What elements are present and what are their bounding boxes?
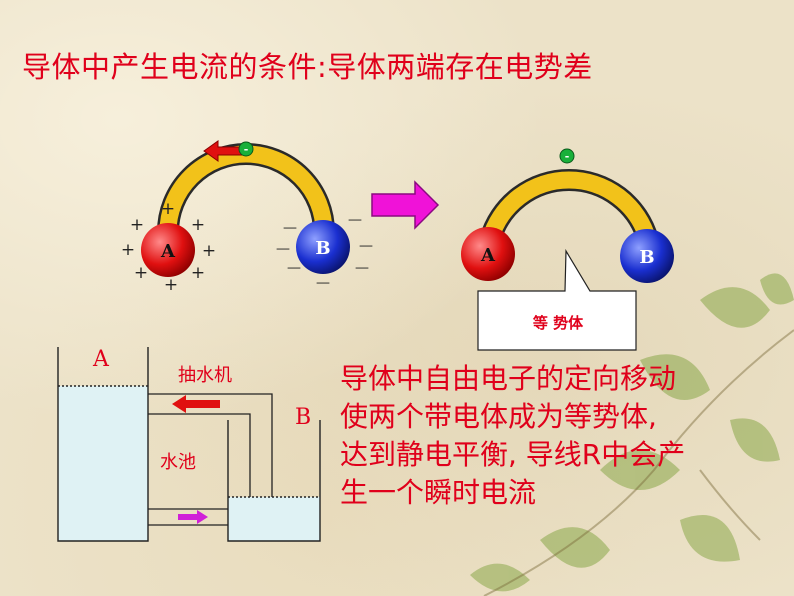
sphere-a-after-label: A bbox=[480, 245, 496, 266]
transition-arrow bbox=[371, 180, 440, 230]
svg-text:+: + bbox=[191, 263, 205, 283]
explanation-line-1: 导体中自由电子的定向移动 bbox=[340, 362, 677, 395]
tank-a-walls bbox=[57, 347, 149, 542]
pool-label: 水池 bbox=[160, 452, 196, 473]
svg-text:+: + bbox=[134, 263, 148, 283]
equipotential-callout bbox=[477, 248, 637, 351]
tank-b-walls bbox=[227, 420, 321, 542]
electron-symbol-after: - bbox=[565, 150, 570, 163]
electron-icon bbox=[238, 141, 254, 157]
svg-text:—: — bbox=[355, 260, 369, 276]
callout-text: 等 势体 bbox=[533, 314, 584, 332]
explanation-text: 导体中自由电子的定向移动 使两个带电体成为等势体, 达到静电平衡, 导线R中会产… bbox=[340, 360, 685, 512]
sphere-a-after bbox=[461, 227, 515, 281]
minus-charges: — — — — — — — bbox=[276, 212, 373, 291]
svg-text:+: + bbox=[161, 199, 175, 219]
tank-b-water bbox=[228, 497, 320, 541]
svg-text:+: + bbox=[121, 240, 135, 260]
svg-text:—: — bbox=[276, 241, 290, 257]
pump-label: 抽水机 bbox=[178, 365, 232, 386]
explanation-line-2: 使两个带电体成为等势体, bbox=[340, 400, 657, 433]
sphere-b-before-label: B bbox=[315, 238, 330, 259]
svg-text:+: + bbox=[191, 215, 205, 235]
sphere-b-before bbox=[296, 220, 350, 274]
tank-a-label: A bbox=[92, 347, 110, 372]
electron-icon-after bbox=[559, 148, 575, 164]
explanation-line-4: 生一个瞬时电流 bbox=[340, 476, 537, 509]
svg-text:+: + bbox=[164, 275, 178, 295]
plus-charges: + + + + + + + + bbox=[121, 199, 216, 295]
pump-flow-arrow bbox=[172, 395, 220, 413]
sphere-a-before bbox=[141, 223, 195, 277]
svg-text:+: + bbox=[130, 215, 144, 235]
sphere-b-after-label: B bbox=[639, 247, 654, 268]
tank-a-water bbox=[58, 386, 148, 541]
svg-text:—: — bbox=[283, 220, 297, 236]
explanation-line-3: 达到静电平衡, 导线R中会产 bbox=[340, 438, 686, 471]
sphere-a-before-label: A bbox=[160, 241, 176, 262]
tank-b-label: B bbox=[295, 405, 311, 430]
svg-text:+: + bbox=[202, 241, 216, 261]
pool-flow-arrow bbox=[178, 510, 208, 524]
svg-text:—: — bbox=[348, 212, 362, 228]
electron-symbol: - bbox=[244, 143, 249, 156]
sphere-b-after bbox=[620, 229, 674, 283]
pump-pipes bbox=[148, 393, 273, 526]
svg-text:—: — bbox=[316, 275, 330, 291]
electron-flow-arrow bbox=[203, 140, 244, 162]
svg-text:—: — bbox=[359, 238, 373, 254]
page-title: 导体中产生电流的条件:导体两端存在电势差 bbox=[22, 50, 593, 84]
svg-text:—: — bbox=[287, 260, 301, 276]
